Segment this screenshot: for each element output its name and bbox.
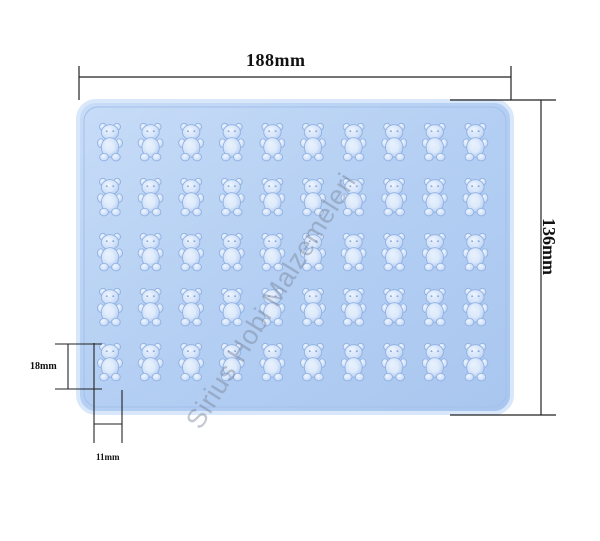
bear-cavity (259, 122, 286, 162)
bear-cavity (218, 122, 245, 162)
height-dimension-line (450, 99, 556, 416)
bear-cavity (300, 287, 326, 327)
bear-width-dimension-line (93, 343, 123, 443)
bear-cavity (462, 287, 489, 327)
bear-cavity (178, 287, 205, 327)
bear-cavity (137, 342, 164, 382)
bear-cavity (381, 287, 408, 327)
bear-cavity (218, 177, 245, 217)
bear-cavity (137, 287, 164, 327)
bear-cavity (300, 122, 326, 162)
bear-cavity (381, 232, 408, 272)
bear-cavity (421, 177, 448, 217)
bear-cavity (178, 177, 205, 217)
bear-cavity (462, 232, 489, 272)
bear-cavity (421, 122, 448, 162)
width-dimension-line (78, 66, 512, 100)
bear-cavity (97, 177, 123, 217)
bear-cavity (421, 232, 448, 272)
bear-cavity (462, 122, 489, 162)
bear-cavity (340, 342, 367, 382)
bear-cavity (421, 287, 448, 327)
bear-cavity (97, 232, 123, 272)
bear-cavity (259, 342, 286, 382)
bear-cavity (340, 232, 367, 272)
bear-cavity (462, 177, 489, 217)
bear-cavity (97, 287, 123, 327)
bear-cavity (178, 122, 205, 162)
bear-cavity (137, 122, 164, 162)
bear-cavity (259, 177, 286, 217)
bear-cavity (381, 122, 408, 162)
bear-cavity (218, 232, 245, 272)
bear-cavity (137, 232, 164, 272)
bear-height-label: 18mm (30, 361, 57, 372)
bear-cavity (178, 232, 205, 272)
bear-cavity (97, 342, 123, 382)
bear-width-label: 11mm (96, 452, 120, 462)
bear-cavity (340, 122, 367, 162)
bear-cavity (300, 342, 326, 382)
height-label: 136mm (539, 218, 559, 275)
bear-cavity (97, 122, 123, 162)
bear-cavity (381, 177, 408, 217)
bear-cavity (340, 287, 367, 327)
width-label: 188mm (246, 50, 306, 70)
bear-cavity (178, 342, 205, 382)
bear-cavity (421, 342, 448, 382)
bear-cavity (137, 177, 164, 217)
bear-cavity (381, 342, 408, 382)
bear-cavity (462, 342, 489, 382)
